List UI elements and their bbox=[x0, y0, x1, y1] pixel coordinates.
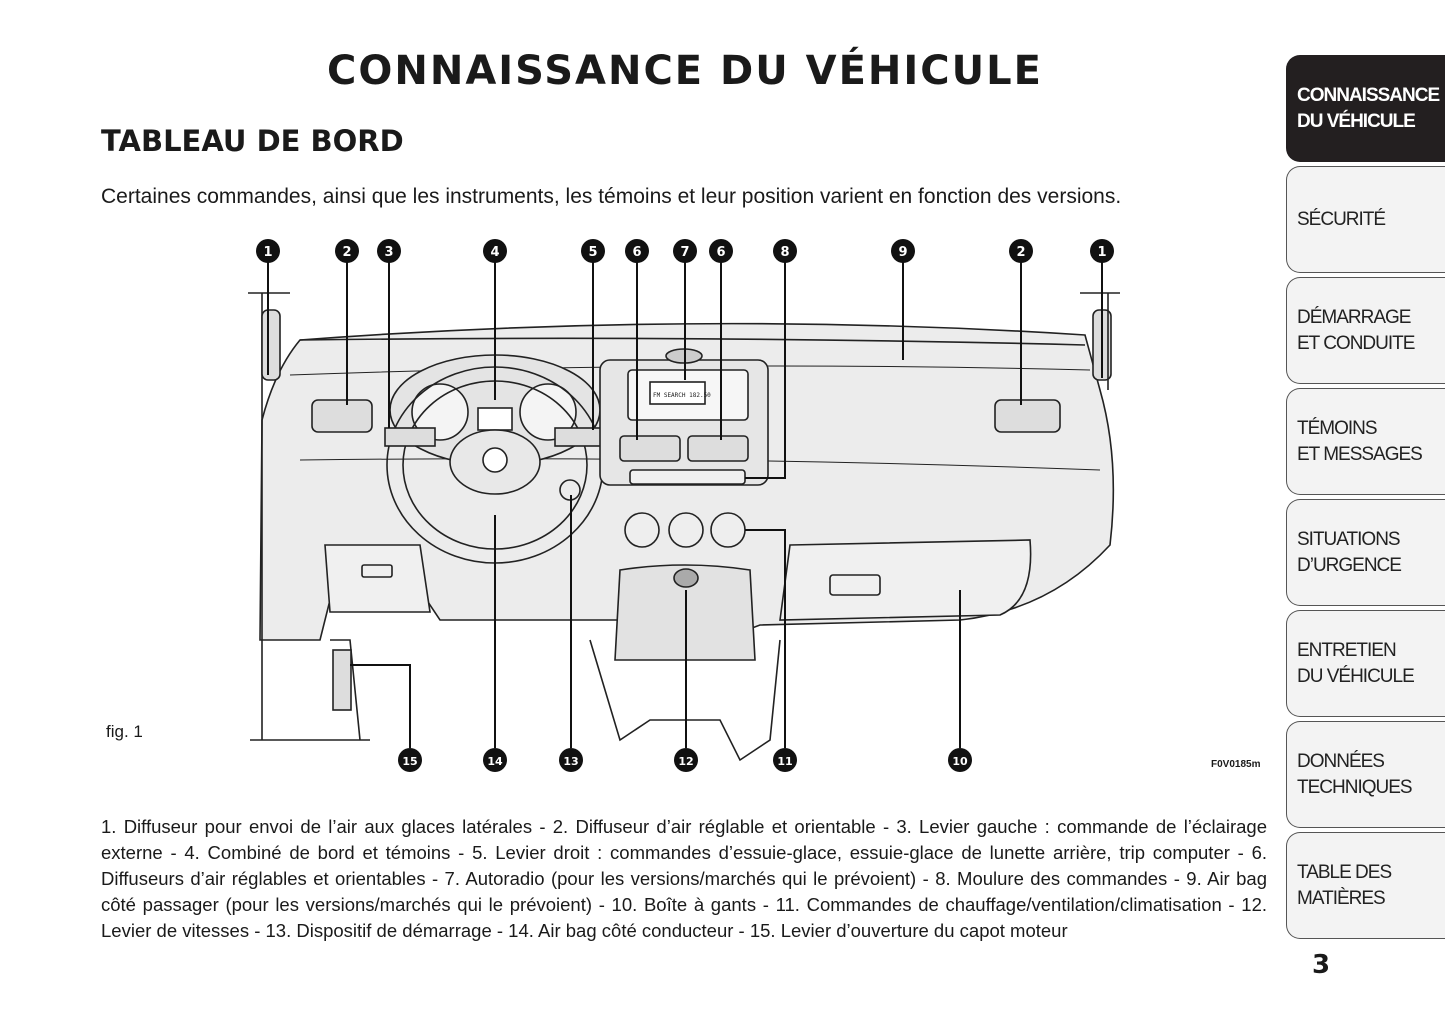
callout-label: 15 bbox=[402, 755, 417, 768]
tab-donnees-techniques[interactable]: DONNÉES TECHNIQUES bbox=[1286, 721, 1445, 828]
figure-code: F0V0185m bbox=[1211, 759, 1261, 770]
tab-securite[interactable]: SÉCURITÉ bbox=[1286, 166, 1445, 273]
climate-knob-left bbox=[624, 512, 660, 548]
section-title: TABLEAU DE BORD bbox=[101, 124, 404, 158]
callout-1-left bbox=[256, 239, 280, 263]
callout-6-left bbox=[625, 239, 649, 263]
tab-entretien-du-vehicule[interactable]: ENTRETIEN DU VÉHICULE bbox=[1286, 610, 1445, 717]
callout-13 bbox=[559, 748, 583, 772]
climate-knob-right bbox=[710, 512, 746, 548]
callout-9 bbox=[891, 239, 915, 263]
dashboard-figure: 1 2 3 4 5 6 7 6 8 9 2 1 15 14 13 12 11 1… bbox=[248, 239, 1120, 772]
callout-label: 12 bbox=[678, 755, 693, 768]
vent-left bbox=[311, 399, 373, 433]
figure-caption: 1. Diffuseur pour envoi de l’air aux gla… bbox=[101, 816, 1267, 941]
callout-label: 10 bbox=[952, 755, 968, 768]
tab-label: DÉMARRAGE ET CONDUITE bbox=[1297, 306, 1415, 354]
tab-label: TÉMOINS ET MESSAGES bbox=[1297, 417, 1423, 465]
callout-7 bbox=[673, 239, 697, 263]
callout-label: 1 bbox=[1097, 245, 1106, 260]
callout-8 bbox=[773, 239, 797, 263]
page-number: 3 bbox=[1312, 950, 1331, 980]
intro-text: Certaines commandes, ainsi que les instr… bbox=[101, 185, 1122, 208]
side-vent-left bbox=[261, 309, 281, 381]
callout-label: 5 bbox=[588, 245, 597, 260]
callout-11 bbox=[773, 748, 797, 772]
callout-4 bbox=[483, 239, 507, 263]
tab-situations-d-urgence[interactable]: SITUATIONS D’URGENCE bbox=[1286, 499, 1445, 606]
callout-2-left bbox=[335, 239, 359, 263]
vent-right bbox=[994, 399, 1061, 433]
page-title: CONNAISSANCE DU VÉHICULE bbox=[327, 48, 1043, 94]
callout-label: 1 bbox=[263, 245, 272, 260]
callout-label: 2 bbox=[1016, 245, 1025, 260]
tab-demarrage-et-conduite[interactable]: DÉMARRAGE ET CONDUITE bbox=[1286, 277, 1445, 384]
tab-connaissance-du-vehicule[interactable]: CONNAISSANCE DU VÉHICULE bbox=[1286, 55, 1445, 162]
tab-label: SÉCURITÉ bbox=[1297, 208, 1386, 230]
callout-2-right bbox=[1009, 239, 1033, 263]
callout-label: 13 bbox=[563, 755, 578, 768]
tab-temoins-et-messages[interactable]: TÉMOINS ET MESSAGES bbox=[1286, 388, 1445, 495]
callout-14 bbox=[483, 748, 507, 772]
callout-label: 9 bbox=[898, 245, 907, 260]
callout-label: 6 bbox=[632, 245, 641, 260]
callout-label: 2 bbox=[342, 245, 351, 260]
callout-3 bbox=[377, 239, 401, 263]
callout-label: 3 bbox=[384, 245, 393, 260]
vent-center-left bbox=[619, 435, 681, 462]
control-strip bbox=[629, 469, 746, 485]
tab-label: CONNAISSANCE DU VÉHICULE bbox=[1297, 84, 1440, 132]
callout-label: 7 bbox=[680, 245, 689, 260]
callout-label: 11 bbox=[777, 755, 792, 768]
chapter-tabs: CONNAISSANCE DU VÉHICULE SÉCURITÉ DÉMARR… bbox=[1286, 55, 1445, 943]
callout-label: 4 bbox=[490, 245, 499, 260]
tab-table-des-matieres[interactable]: TABLE DES MATIÈRES bbox=[1286, 832, 1445, 939]
tab-label: SITUATIONS D’URGENCE bbox=[1297, 528, 1402, 576]
callout-10 bbox=[948, 748, 972, 772]
figure-label: fig. 1 bbox=[106, 722, 143, 741]
tab-label: DONNÉES TECHNIQUES bbox=[1297, 750, 1413, 798]
radio-display-text: FM SEARCH 182.50 bbox=[653, 392, 711, 399]
climate-knob-center bbox=[668, 512, 704, 548]
callout-5 bbox=[581, 239, 605, 263]
callout-label: 14 bbox=[487, 755, 503, 768]
tab-label: ENTRETIEN DU VÉHICULE bbox=[1297, 639, 1415, 687]
callout-label: 8 bbox=[780, 245, 789, 260]
callout-15 bbox=[398, 748, 422, 772]
callout-1-right bbox=[1090, 239, 1114, 263]
tab-label: TABLE DES MATIÈRES bbox=[1297, 861, 1392, 909]
callout-label: 6 bbox=[716, 245, 725, 260]
vent-center-right bbox=[687, 435, 749, 462]
callout-12 bbox=[674, 748, 698, 772]
glove-box bbox=[779, 539, 1032, 621]
callout-6-right bbox=[709, 239, 733, 263]
